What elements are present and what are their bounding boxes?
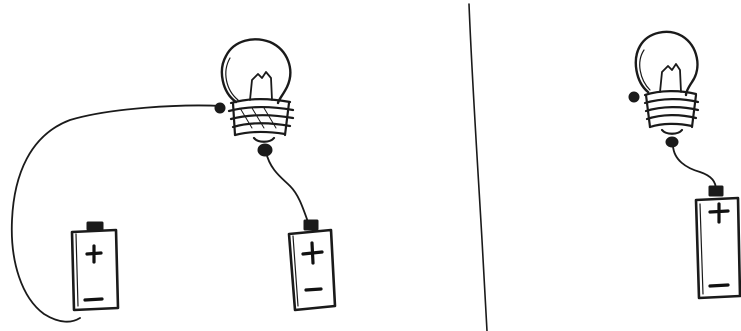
right-wire [673, 146, 716, 190]
right-battery [696, 186, 740, 298]
battery-b-cap [304, 220, 318, 230]
left-wire-short [266, 152, 308, 222]
left-bulb-base [229, 99, 293, 135]
left-bulb-side-contact [215, 103, 225, 113]
battery-b-plus-sign [303, 243, 322, 263]
right-bulb-side-contact [629, 92, 639, 102]
left-battery-b [289, 220, 335, 310]
left-bulb-tip [258, 144, 272, 156]
right-bulb-base [645, 91, 698, 127]
left-battery-a [72, 222, 118, 310]
right-bulb [629, 32, 698, 147]
right-bulb-tip [666, 137, 678, 147]
left-panel [12, 39, 335, 321]
right-battery-plus-sign [710, 204, 728, 222]
battery-b-minus-sign [306, 289, 321, 290]
panel-divider [469, 4, 487, 331]
battery-a-minus-sign [85, 299, 102, 300]
battery-a-cap [87, 222, 103, 230]
battery-a-plus-sign [87, 246, 101, 262]
right-panel [629, 32, 740, 298]
left-bulb [215, 39, 293, 156]
right-battery-minus-sign [710, 285, 728, 286]
right-battery-cap [709, 186, 723, 196]
